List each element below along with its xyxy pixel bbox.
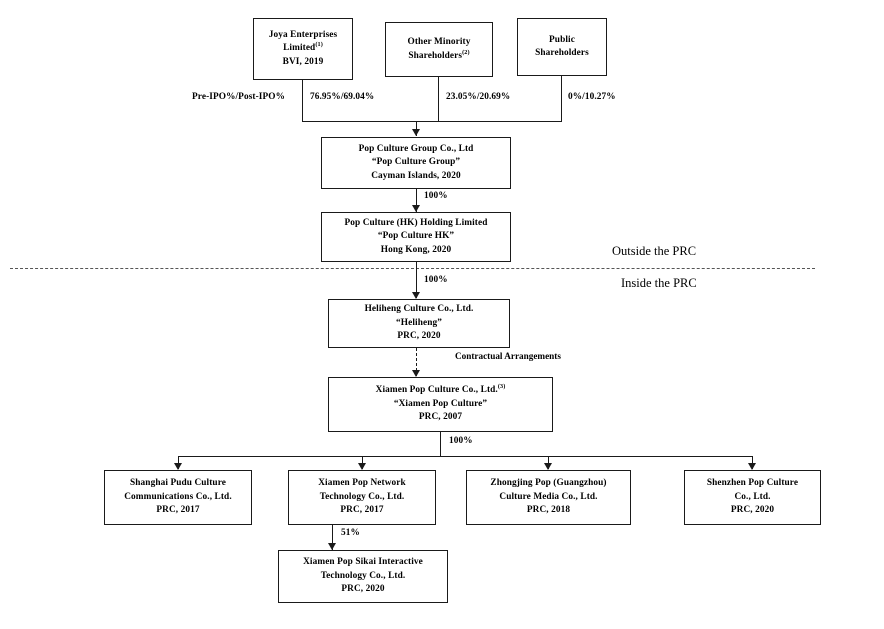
label-outside-prc: Outside the PRC [612, 244, 697, 258]
node-public-line1: Public [549, 34, 575, 45]
node-zhongjing-line2: Culture Media Co., Ltd. [499, 491, 598, 502]
edge-bus-to-group [416, 121, 418, 136]
ownership-header-label: Pre-IPO%/Post-IPO% [192, 92, 286, 102]
edge-bus-to-xiamen-network [362, 456, 364, 469]
node-shanghai-pudu-line2: Communications Co., Ltd. [124, 491, 232, 502]
arrow-to-xiamen-sikai [328, 543, 336, 550]
node-shenzhen-line3: PRC, 2020 [730, 505, 775, 516]
node-hk-line2: “Pop Culture HK” [377, 231, 455, 242]
edge-bus-to-zhongjing [548, 456, 550, 469]
node-other-minority-footnote: (2) [462, 48, 470, 56]
arrow-to-heliheng [412, 292, 420, 299]
node-xiamen-culture-footnote: (3) [497, 383, 506, 391]
node-other-minority-line2: Shareholders(2) [408, 48, 470, 61]
node-xiamen-network-line1: Xiamen Pop Network [318, 478, 406, 489]
node-sikai-line1: Xiamen Pop Sikai Interactive [303, 557, 423, 568]
node-joya-enterprises: Joya Enterprises Limited(1) BVI, 2019 [253, 18, 353, 80]
node-xiamen-culture-line1: Xiamen Pop Culture Co., Ltd.(3) [375, 383, 506, 396]
node-pop-culture-group: Pop Culture Group Co., Ltd “Pop Culture … [321, 137, 511, 189]
node-xiamen-network-line3: PRC, 2017 [340, 505, 384, 516]
edge-bus-to-shenzhen [752, 456, 754, 469]
node-group-line3: Cayman Islands, 2020 [371, 170, 461, 181]
arrow-to-xiamen-network [358, 463, 366, 470]
node-shenzhen-line1: Shenzhen Pop Culture [706, 478, 799, 489]
pct-public: 0%/10.27% [568, 92, 616, 102]
node-zhongjing-line1: Zhongjing Pop (Guangzhou) [490, 478, 607, 489]
node-hk-line3: Hong Kong, 2020 [380, 244, 452, 255]
edge-subsidiary-bus [178, 456, 753, 458]
node-xiamen-culture-line3: PRC, 2007 [418, 412, 463, 423]
prc-boundary-divider [10, 268, 815, 269]
node-shanghai-pudu-line3: PRC, 2017 [156, 505, 200, 516]
node-joya-line3: BVI, 2019 [282, 56, 324, 67]
edge-contractual-arrangements [416, 348, 417, 376]
node-shanghai-pudu: Shanghai Pudu Culture Communications Co.… [104, 470, 252, 525]
edge-hk-to-heliheng [416, 262, 418, 298]
node-sikai-line2: Technology Co., Ltd. [320, 570, 406, 581]
node-shenzhen-line2: Co., Ltd. [734, 491, 771, 502]
node-xiamen-pop-network: Xiamen Pop Network Technology Co., Ltd. … [288, 470, 436, 525]
pct-hk-to-heliheng: 100% [424, 275, 448, 285]
node-joya-line1: Joya Enterprises [268, 29, 338, 40]
node-shenzhen-pop: Shenzhen Pop Culture Co., Ltd. PRC, 2020 [684, 470, 821, 525]
node-joya-line2: Limited(1) [283, 41, 323, 54]
node-xiamen-pop-culture: Xiamen Pop Culture Co., Ltd.(3) “Xiamen … [328, 377, 553, 432]
node-public-shareholders: Public Shareholders [517, 18, 607, 76]
arrow-to-xiamen-pop-culture [412, 370, 420, 377]
node-joya-footnote: (1) [315, 41, 323, 49]
pct-group-to-hk: 100% [424, 191, 448, 201]
node-xiamen-pop-sikai: Xiamen Pop Sikai Interactive Technology … [278, 550, 448, 603]
node-other-minority-line1: Other Minority [407, 37, 471, 48]
edge-other-minority-drop [438, 77, 440, 122]
arrow-to-zhongjing [544, 463, 552, 470]
pct-joya: 76.95%/69.04% [310, 92, 375, 102]
node-sikai-line3: PRC, 2020 [341, 584, 385, 595]
node-xiamen-culture-line2: “Xiamen Pop Culture” [393, 398, 488, 409]
node-hk-line1: Pop Culture (HK) Holding Limited [344, 217, 488, 228]
node-zhongjing-line3: PRC, 2018 [526, 505, 571, 516]
node-heliheng-line2: “Heliheng” [396, 317, 442, 328]
node-pop-culture-hk: Pop Culture (HK) Holding Limited “Pop Cu… [321, 212, 511, 262]
pct-network-to-sikai: 51% [341, 528, 360, 538]
arrow-to-shenzhen [748, 463, 756, 470]
arrow-to-pop-culture-group [412, 129, 420, 136]
arrow-to-pop-culture-hk [412, 205, 420, 212]
edge-joya-drop [302, 80, 304, 122]
edge-group-to-hk [416, 189, 418, 212]
pct-xiamen-to-subs: 100% [449, 436, 473, 446]
label-inside-prc: Inside the PRC [621, 276, 697, 290]
node-heliheng: Heliheng Culture Co., Ltd. “Heliheng” PR… [328, 299, 510, 348]
node-zhongjing-pop: Zhongjing Pop (Guangzhou) Culture Media … [466, 470, 631, 525]
edge-bus-to-shanghai-pudu [178, 456, 180, 469]
edge-shareholder-bus [302, 121, 562, 123]
node-heliheng-line3: PRC, 2020 [397, 331, 441, 342]
node-other-minority-shareholders: Other Minority Shareholders(2) [385, 22, 493, 77]
node-public-line2: Shareholders [535, 48, 589, 58]
pct-other-minority: 23.05%/20.69% [446, 92, 511, 102]
node-group-line1: Pop Culture Group Co., Ltd [358, 143, 474, 154]
node-heliheng-line1: Heliheng Culture Co., Ltd. [364, 304, 474, 315]
edge-public-drop [561, 76, 563, 122]
edge-xiamen-to-bus [440, 432, 442, 457]
node-group-line2: “Pop Culture Group” [371, 157, 461, 168]
edge-network-to-sikai [332, 525, 334, 550]
arrow-to-shanghai-pudu [174, 463, 182, 470]
node-xiamen-network-line2: Technology Co., Ltd. [319, 491, 405, 502]
label-contractual-arrangements: Contractual Arrangements [455, 351, 561, 361]
node-shanghai-pudu-line1: Shanghai Pudu Culture [130, 478, 226, 489]
